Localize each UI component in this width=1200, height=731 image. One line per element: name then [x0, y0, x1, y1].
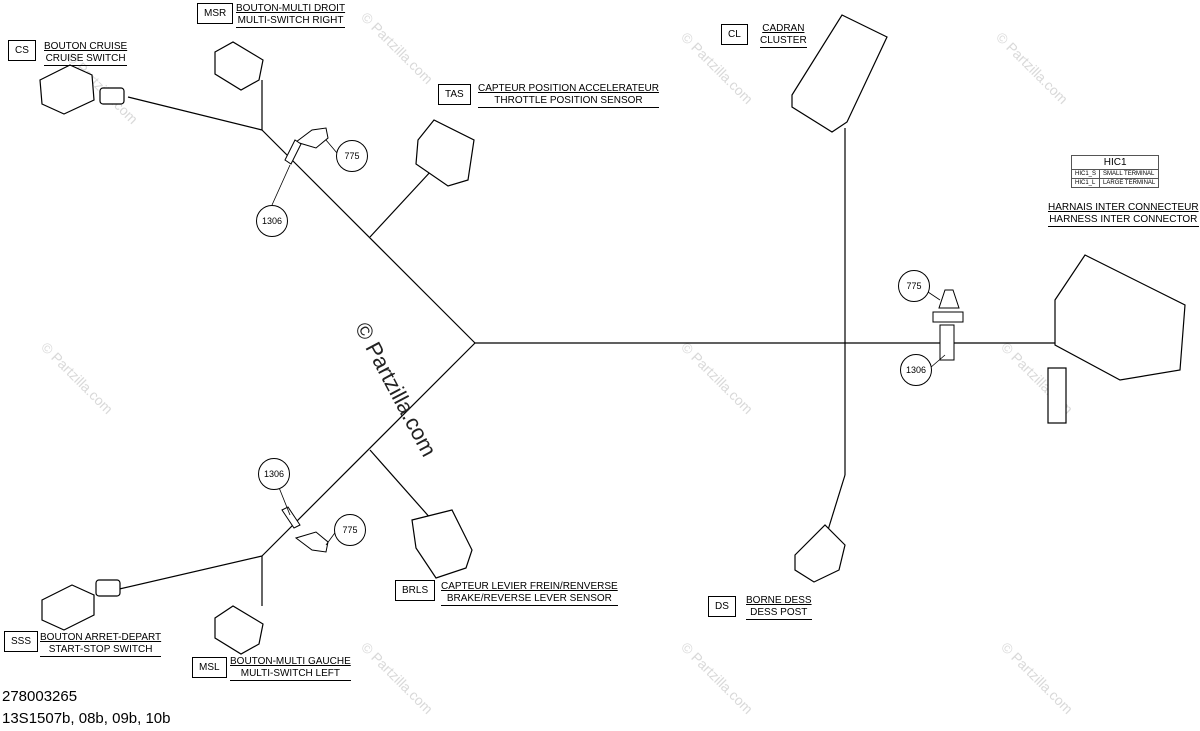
msr-code: MSR	[197, 3, 234, 24]
hic1-table-cell: SMALL TERMINAL	[1099, 169, 1160, 179]
hic1-table-cell: LARGE TERMINAL	[1099, 178, 1160, 188]
hic1-label-en: HARNESS INTER CONNECTOR	[1048, 214, 1199, 227]
msl-label-fr: BOUTON-MULTI GAUCHE	[230, 656, 351, 667]
tas-code: TAS	[438, 84, 471, 105]
cl-code: CL	[721, 24, 748, 45]
ds-label-fr: BORNE DESS	[746, 595, 812, 606]
brls-code: BRLS	[395, 580, 436, 601]
hic1-table-header: HIC1	[1070, 155, 1160, 170]
callout-1306: 1306	[256, 205, 288, 237]
sss-connector	[41, 579, 121, 631]
sss-label-en: START-STOP SWITCH	[40, 644, 162, 657]
dess-post-connector	[794, 524, 846, 583]
hic1-table-cell: HIC1_S	[1070, 169, 1101, 179]
cs-label: BOUTON CRUISE CRUISE SWITCH	[44, 41, 128, 66]
msr-label: BOUTON-MULTI DROIT MULTI-SWITCH RIGHT	[236, 3, 346, 28]
msl-connector	[214, 605, 264, 655]
callout-1306: 1306	[258, 458, 290, 490]
tas-label: CAPTEUR POSITION ACCELERATEUR THROTTLE P…	[478, 83, 659, 108]
tas-connector	[415, 119, 475, 187]
part-number: 278003265	[2, 688, 78, 705]
ds-code: DS	[708, 596, 736, 617]
cl-label-fr: CADRAN	[762, 23, 805, 34]
brls-label-fr: CAPTEUR LEVIER FREIN/RENVERSE	[441, 581, 618, 592]
sss-label: BOUTON ARRET-DEPART START-STOP SWITCH	[40, 632, 162, 657]
brls-label-en: BRAKE/REVERSE LEVER SENSOR	[441, 593, 618, 606]
callout-775: 775	[334, 514, 366, 546]
msr-connector	[214, 41, 264, 91]
msl-label-en: MULTI-SWITCH LEFT	[230, 668, 351, 681]
ds-label-en: DESS POST	[746, 607, 812, 620]
msl-label: BOUTON-MULTI GAUCHE MULTI-SWITCH LEFT	[230, 656, 351, 681]
sss-code: SSS	[4, 631, 39, 652]
cs-label-en: CRUISE SWITCH	[44, 53, 128, 66]
msl-code: MSL	[192, 657, 227, 678]
revision-codes: 13S1507b, 08b, 09b, 10b	[2, 710, 171, 727]
cluster-connector	[791, 14, 888, 133]
ds-label: BORNE DESS DESS POST	[746, 595, 812, 620]
cl-label-en: CLUSTER	[760, 35, 807, 48]
tas-label-fr: CAPTEUR POSITION ACCELERATEUR	[478, 83, 659, 94]
hic1-label-fr: HARNAIS INTER CONNECTEUR	[1048, 202, 1199, 213]
callout-775: 775	[336, 140, 368, 172]
cs-label-fr: BOUTON CRUISE	[44, 41, 128, 52]
callout-775: 775	[898, 270, 930, 302]
sss-label-fr: BOUTON ARRET-DEPART	[40, 632, 162, 643]
msr-label-fr: BOUTON-MULTI DROIT	[236, 3, 346, 14]
hic1-connector	[1047, 254, 1186, 424]
cl-label: CADRAN CLUSTER	[760, 23, 807, 48]
brls-label: CAPTEUR LEVIER FREIN/RENVERSE BRAKE/REVE…	[441, 581, 618, 606]
tas-label-en: THROTTLE POSITION SENSOR	[478, 95, 659, 108]
cs-code: CS	[8, 40, 36, 61]
brls-connector	[411, 509, 473, 579]
hic1-table-cell: HIC1_L	[1070, 178, 1101, 188]
msr-label-en: MULTI-SWITCH RIGHT	[236, 15, 346, 28]
clip-icon	[281, 127, 964, 553]
hic1-label: HARNAIS INTER CONNECTEUR HARNESS INTER C…	[1048, 202, 1199, 227]
callout-1306: 1306	[900, 354, 932, 386]
cruise-switch-connector	[39, 64, 125, 115]
